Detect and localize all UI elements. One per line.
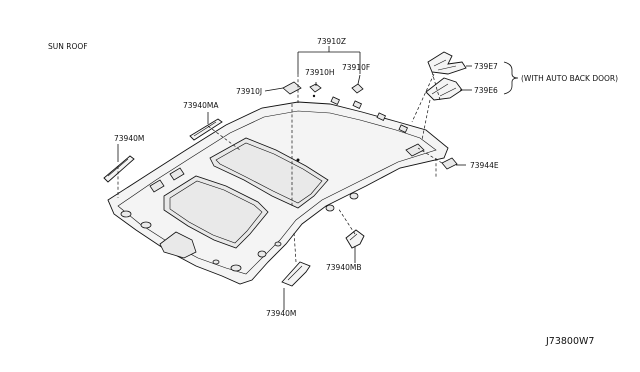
- label-73940M-left: 73940M: [114, 134, 144, 143]
- label-73910J: 73910J: [236, 87, 262, 96]
- clip-73910F: [351, 83, 364, 94]
- assist-grip-73940MB: [345, 229, 365, 249]
- label-73940MB: 73940MB: [326, 263, 361, 272]
- pad-73910J: [282, 81, 302, 95]
- headlining-panel: [107, 94, 449, 285]
- label-739E6: 739E6: [474, 86, 498, 95]
- label-739E7: 739E7: [474, 62, 498, 71]
- note-auto-back-door: (WITH AUTO BACK DOOR): [521, 74, 618, 83]
- label-73940M-bottom: 73940M: [266, 309, 296, 318]
- label-73910H: 73910H: [305, 68, 335, 77]
- label-73910Z: 73910Z: [317, 37, 346, 46]
- bracket-739E7: [427, 51, 467, 75]
- assist-grip-73940M-bottom: [281, 261, 311, 287]
- label-73940MA: 73940MA: [183, 101, 219, 110]
- label-73910F: 73910F: [342, 63, 370, 72]
- bracket-739E6: [425, 77, 463, 101]
- label-73944E: 73944E: [470, 161, 499, 170]
- diagram-code: J73800W7: [545, 336, 594, 347]
- assist-grip-73940MA: [189, 118, 223, 141]
- assist-grip-73940M-left: [103, 155, 135, 183]
- clip-73910H: [309, 83, 322, 93]
- clip-73944E: [441, 157, 458, 170]
- diagram-heading: SUN ROOF: [48, 42, 88, 51]
